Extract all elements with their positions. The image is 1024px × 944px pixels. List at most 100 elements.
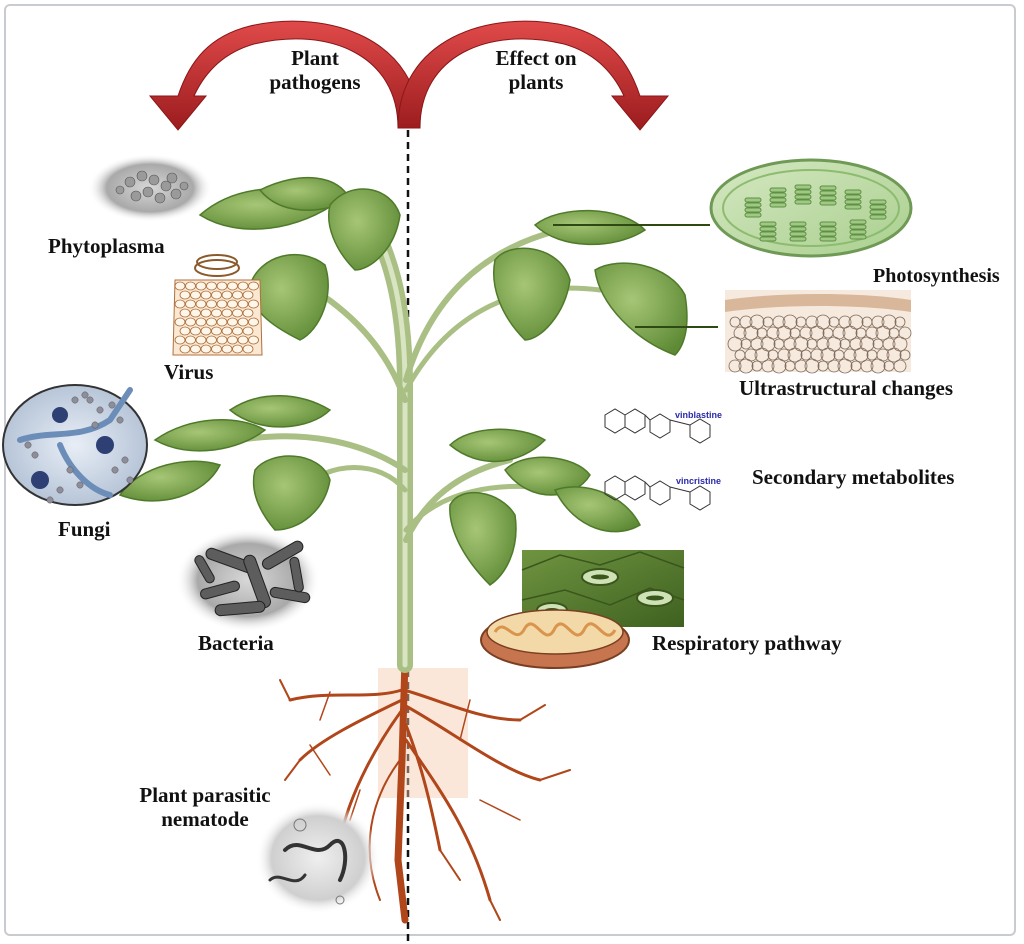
- cell: [787, 347, 803, 363]
- leaf: [252, 455, 331, 531]
- capsomere: [216, 317, 228, 327]
- vinblastine-label: vinblastine: [675, 410, 723, 420]
- granum-disc: [789, 231, 807, 237]
- granum-disc: [769, 202, 787, 208]
- capsomere: [206, 299, 217, 309]
- spore: [71, 396, 79, 404]
- capsomere: [248, 317, 259, 327]
- leaf: [328, 188, 401, 271]
- leaf: [249, 253, 329, 341]
- respiratory-pathway-label: Respiratory pathway: [652, 631, 842, 655]
- cell: [886, 347, 902, 363]
- nematode-label-line1: Plant parasitic: [139, 783, 271, 807]
- cell: [894, 316, 906, 328]
- diagram-frame: [4, 4, 1016, 936]
- capsomere: [211, 344, 222, 354]
- capsomere: [242, 308, 254, 318]
- capsomere: [190, 308, 201, 318]
- granum-disc: [744, 212, 762, 218]
- capsomere: [248, 281, 259, 291]
- fungi-spores: [24, 391, 134, 504]
- capsomere: [206, 317, 217, 327]
- virus-capsomeres: [174, 281, 259, 354]
- phytoplasma-label: Phytoplasma: [48, 234, 165, 258]
- granum-disc: [869, 204, 887, 210]
- capsomere: [221, 308, 233, 318]
- capsomere: [216, 299, 228, 309]
- right-title: Effect on plants: [476, 46, 596, 94]
- capsomere: [190, 344, 201, 354]
- cell: [728, 359, 742, 373]
- granum-disc: [789, 221, 807, 227]
- spore: [24, 441, 32, 449]
- cell: [899, 349, 911, 361]
- granum-disc: [794, 189, 812, 195]
- capsomere: [232, 344, 243, 354]
- spore: [46, 496, 54, 504]
- leaf: [533, 209, 647, 246]
- granum-disc: [849, 224, 867, 230]
- granum-disc: [819, 231, 837, 237]
- cell: [893, 359, 907, 373]
- cell: [727, 336, 743, 352]
- capsomere: [242, 290, 254, 300]
- spore: [76, 481, 84, 489]
- fungi-label: Fungi: [58, 517, 111, 541]
- granum-disc: [869, 214, 887, 220]
- capsomere: [237, 335, 249, 345]
- cell: [804, 358, 820, 374]
- capsomere: [185, 299, 196, 309]
- secondary-metabolites-label: Secondary metabolites: [752, 465, 955, 489]
- fungi-image: [2, 384, 148, 506]
- cell: [827, 359, 841, 373]
- capsomere: [227, 317, 238, 327]
- capsomere: [206, 335, 217, 345]
- spore: [81, 391, 89, 399]
- capsomere: [206, 281, 217, 291]
- granum-disc: [819, 195, 837, 201]
- spore: [86, 396, 94, 404]
- spore: [91, 421, 99, 429]
- cell: [738, 358, 754, 374]
- capsomere: [190, 326, 201, 336]
- nematode-label: Plant parasitic nematode: [130, 783, 280, 831]
- left-title: Plant pathogens: [255, 46, 375, 94]
- granum-disc: [759, 231, 777, 237]
- granum-disc: [819, 236, 837, 242]
- capsomere: [185, 281, 196, 291]
- granum-disc: [819, 221, 837, 227]
- cell: [870, 358, 886, 374]
- cell: [761, 359, 775, 373]
- capsomere: [221, 290, 233, 300]
- granum-disc: [819, 200, 837, 206]
- leaf: [553, 486, 641, 533]
- capsomere: [190, 290, 201, 300]
- spore: [66, 466, 74, 474]
- cell: [776, 325, 792, 341]
- granum-disc: [849, 219, 867, 225]
- cell: [837, 358, 853, 374]
- granum-disc: [794, 194, 812, 200]
- granum-disc: [819, 226, 837, 232]
- cell: [842, 325, 858, 341]
- capsomere: [211, 308, 222, 318]
- capsomere: [237, 317, 249, 327]
- leaf: [594, 262, 688, 356]
- cross-section-cells: [727, 314, 912, 374]
- nematode-image: [256, 802, 380, 914]
- capsomere: [242, 344, 254, 354]
- capsomere: [195, 335, 207, 345]
- leaf: [448, 428, 547, 463]
- capsomere: [232, 290, 243, 300]
- capsomere: [232, 326, 243, 336]
- spore: [111, 466, 119, 474]
- granum-disc: [759, 236, 777, 242]
- granum-disc: [769, 187, 787, 193]
- virus-label: Virus: [164, 360, 214, 384]
- granum-disc: [819, 190, 837, 196]
- photosynthesis-label: Photosynthesis: [873, 265, 1000, 287]
- spore: [116, 416, 124, 424]
- capsomere: [248, 299, 259, 309]
- granum-disc: [794, 199, 812, 205]
- spore: [96, 406, 104, 414]
